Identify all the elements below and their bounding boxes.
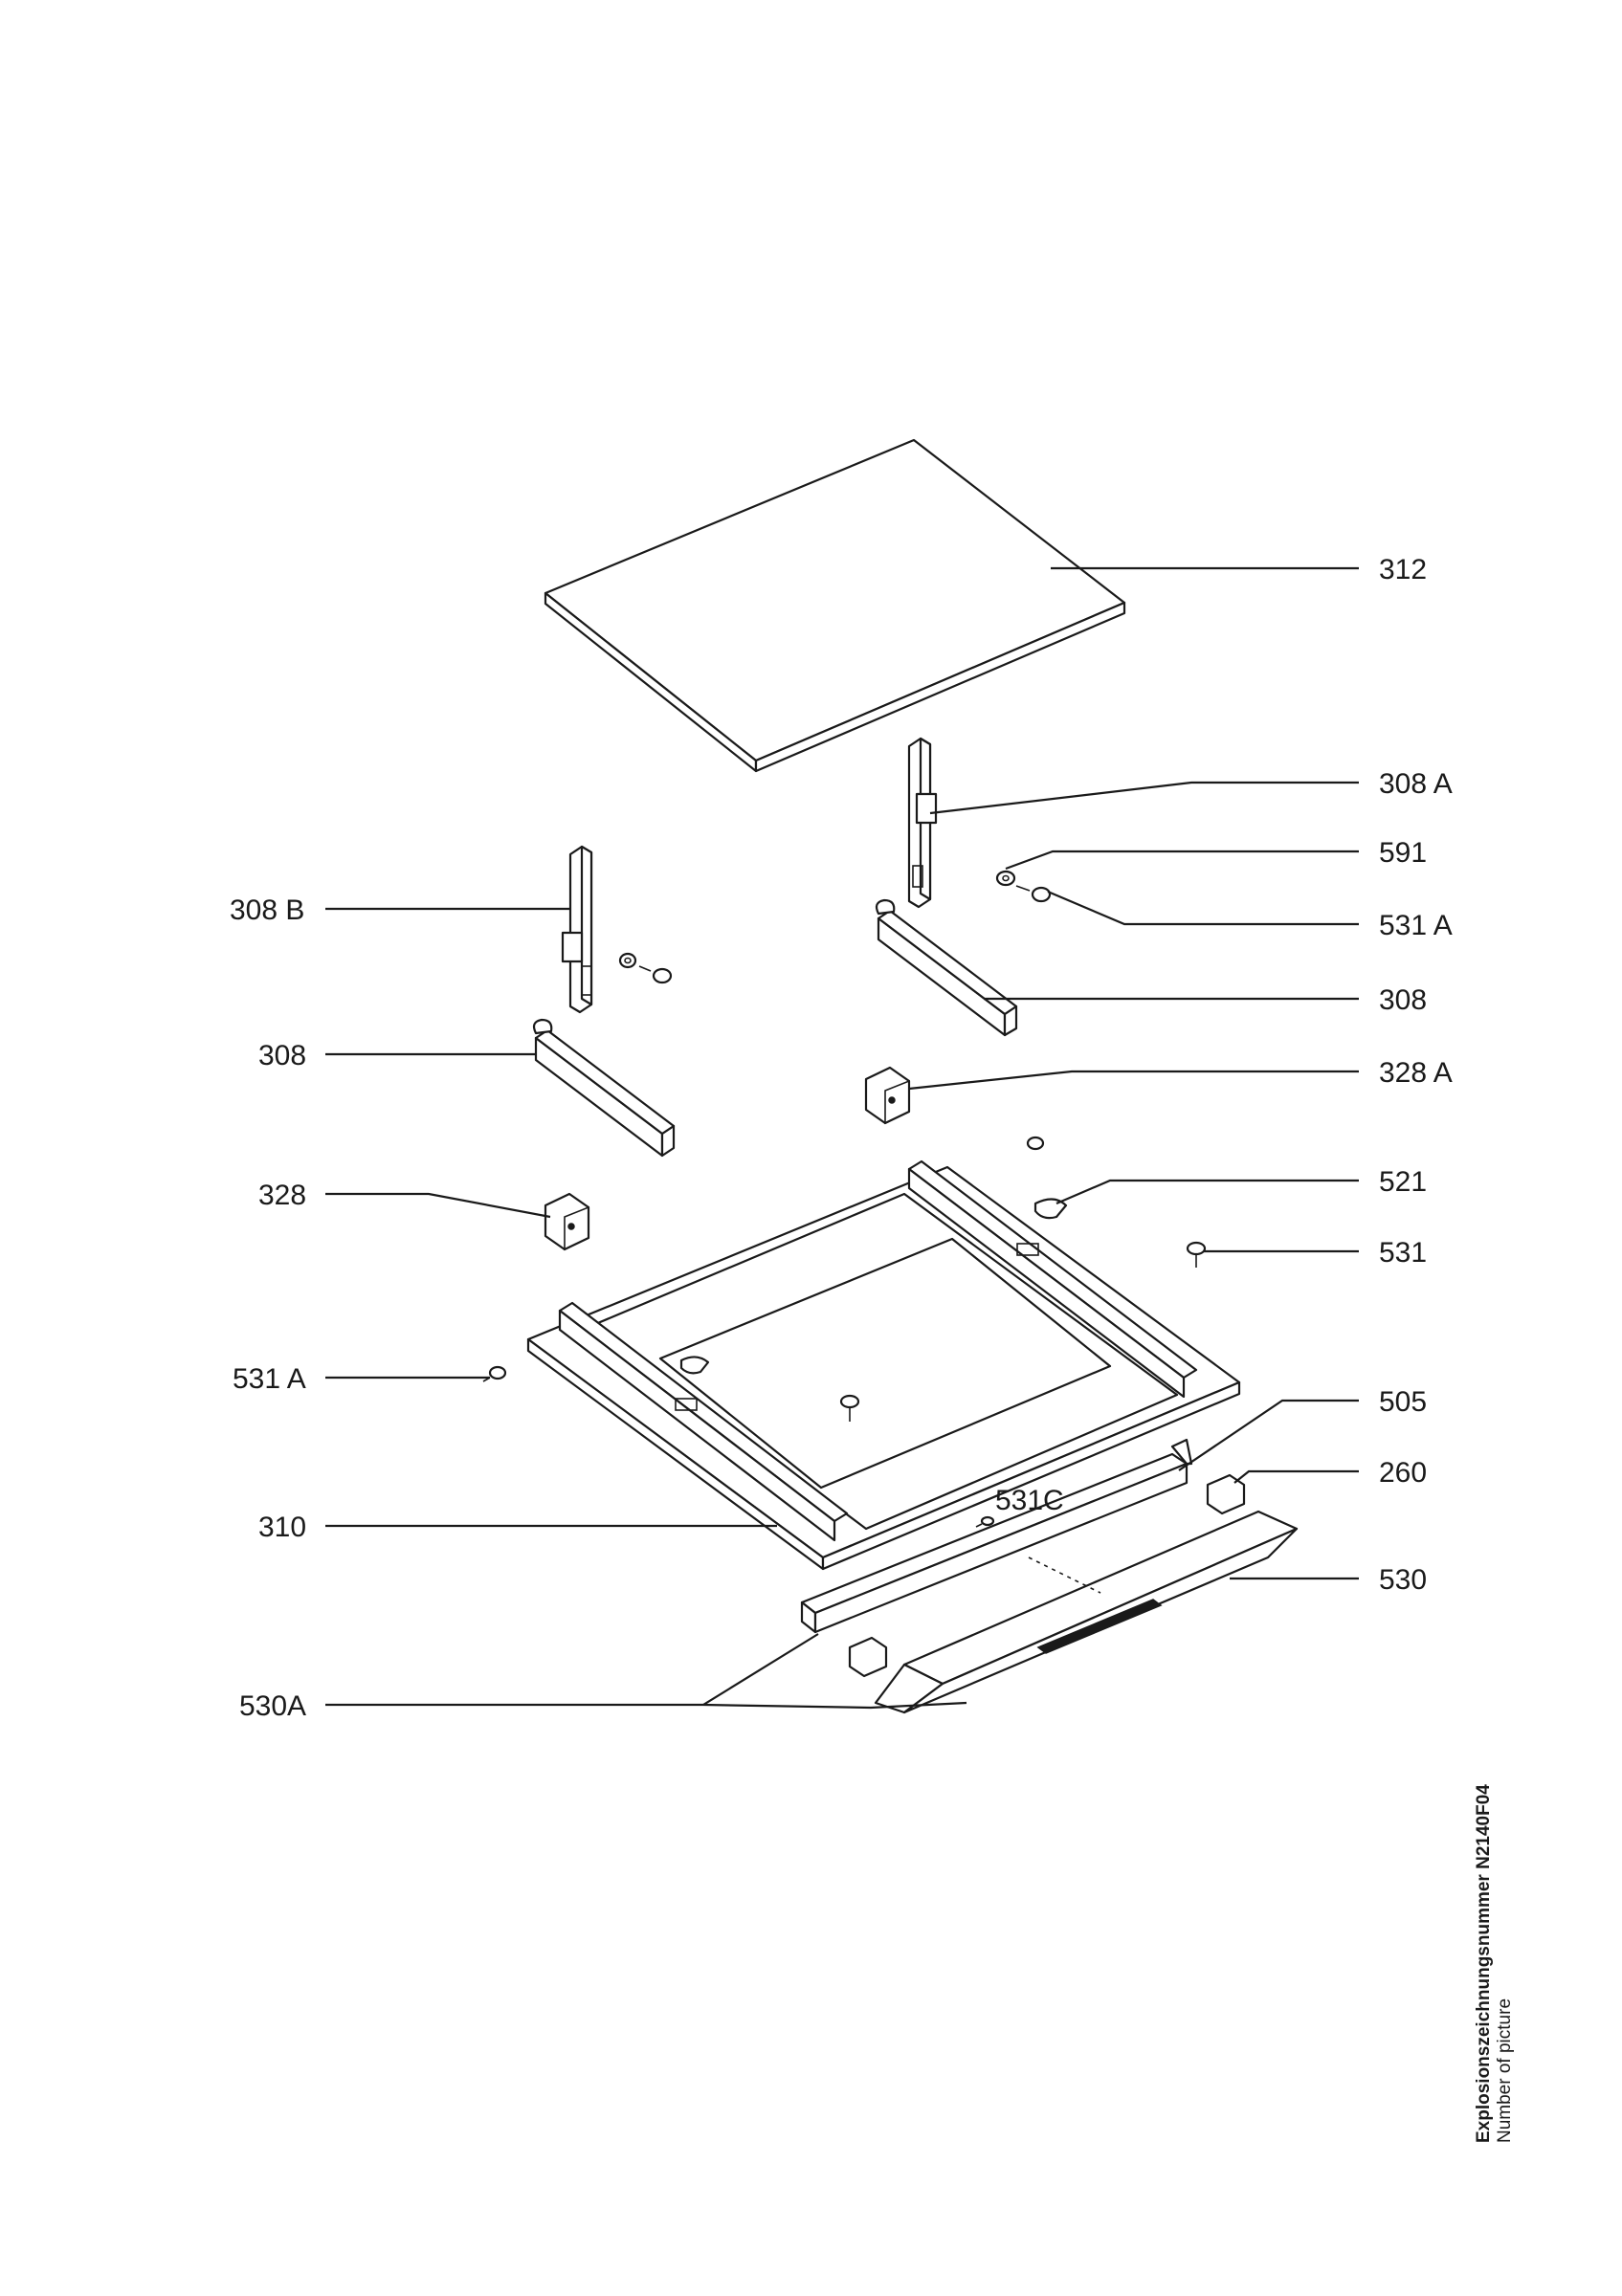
hinge-bracket-308b: [561, 845, 593, 1014]
callout-308a: 308 A: [1379, 768, 1453, 800]
screw-left-upper: [638, 965, 673, 984]
callout-505: 505: [1379, 1386, 1427, 1418]
picture-number-label: Explosionszeichnungsnummer N2140F04: [1474, 1784, 1494, 2143]
callout-328: 328: [258, 1180, 306, 1211]
handle-strip-505: [800, 1438, 1193, 1634]
hinge-cover-521: [1033, 1198, 1068, 1220]
callout-531: 531: [1379, 1237, 1427, 1269]
callout-308b: 308 B: [230, 894, 304, 926]
screw-531c: [975, 1515, 995, 1528]
callout-531a-right: 531 A: [1379, 910, 1453, 941]
washer-591-right: [995, 870, 1016, 887]
catch-328a: [864, 1066, 911, 1125]
catch-328: [544, 1192, 590, 1251]
small-clip: [1026, 1136, 1045, 1151]
handle-profile-530: [874, 1510, 1299, 1714]
hinge-arm-308-left: [532, 1018, 676, 1158]
screw-531: [1186, 1241, 1207, 1268]
callout-531a-left: 531 A: [233, 1363, 306, 1395]
inner-door-frame-310: [526, 1159, 1241, 1571]
callout-531c: 531C: [995, 1485, 1064, 1516]
washer-left: [618, 952, 637, 969]
callout-521: 521: [1379, 1166, 1427, 1198]
callout-328a: 328 A: [1379, 1057, 1453, 1089]
glass-panel-312: [544, 438, 1126, 773]
callout-310: 310: [258, 1512, 306, 1543]
screw-531a-left: [482, 1365, 507, 1382]
callout-591: 591: [1379, 837, 1427, 869]
callout-312: 312: [1379, 554, 1427, 585]
hinge-arm-308-right: [875, 898, 1018, 1037]
callout-308-left: 308: [258, 1040, 306, 1071]
end-cap-260: [1206, 1473, 1246, 1515]
hinge-bracket-308a: [907, 737, 938, 909]
end-cap-260-left: [848, 1636, 888, 1678]
callout-260: 260: [1379, 1457, 1427, 1489]
picture-number-sublabel: Number of picture: [1495, 1998, 1515, 2143]
callout-530: 530: [1379, 1564, 1427, 1596]
callout-530a: 530A: [239, 1690, 306, 1722]
callout-308-right: 308: [1379, 984, 1427, 1016]
screw-531a-right: [1015, 885, 1052, 903]
